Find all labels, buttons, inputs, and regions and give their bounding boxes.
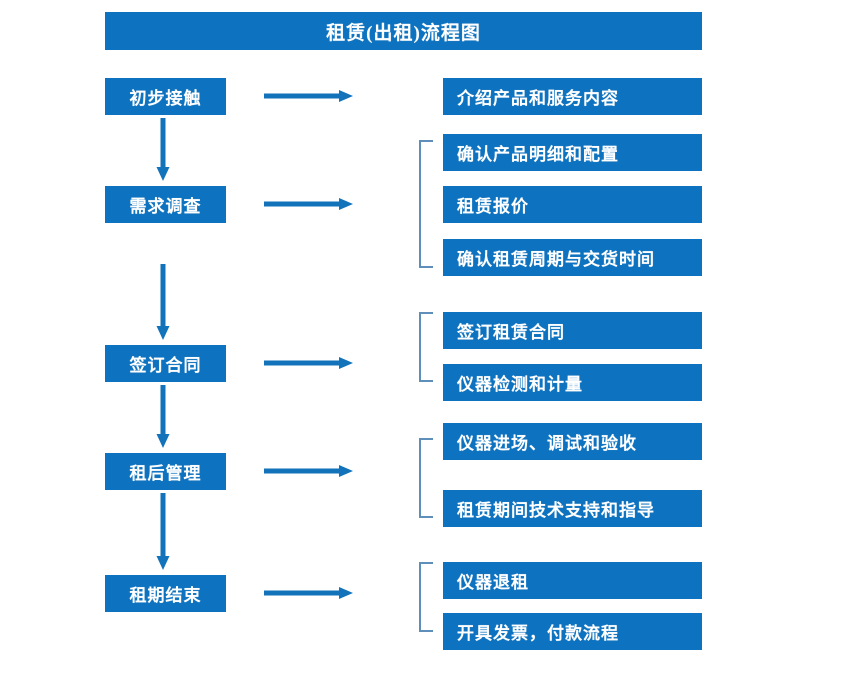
stage-box-3[interactable]: 签订合同 — [105, 345, 226, 382]
detail-box-2-3[interactable]: 确认租赁周期与交货时间 — [443, 239, 702, 276]
detail-box-1-1[interactable]: 介绍产品和服务内容 — [443, 78, 702, 115]
group-bracket-5 — [419, 562, 433, 632]
stage-box-4[interactable]: 租后管理 — [105, 453, 226, 490]
right-arrow-icon-2 — [264, 198, 354, 210]
detail-box-5-1[interactable]: 仪器退租 — [443, 562, 702, 599]
group-bracket-4 — [419, 438, 433, 518]
down-arrow-icon-3 — [156, 385, 170, 449]
stage-box-5[interactable]: 租期结束 — [105, 575, 226, 612]
group-bracket-2 — [419, 140, 433, 268]
detail-box-5-2[interactable]: 开具发票，付款流程 — [443, 613, 702, 650]
group-bracket-3 — [419, 312, 433, 382]
detail-box-3-1[interactable]: 签订租赁合同 — [443, 312, 702, 349]
down-arrow-icon-4 — [156, 493, 170, 571]
right-arrow-icon-4 — [264, 465, 354, 477]
stage-box-1[interactable]: 初步接触 — [105, 78, 226, 115]
detail-box-2-2[interactable]: 租赁报价 — [443, 186, 702, 223]
detail-box-4-2[interactable]: 租赁期间技术支持和指导 — [443, 490, 702, 527]
detail-box-2-1[interactable]: 确认产品明细和配置 — [443, 134, 702, 171]
right-arrow-icon-3 — [264, 357, 354, 369]
flowchart-title: 租赁(出租)流程图 — [105, 12, 702, 50]
down-arrow-icon-1 — [156, 118, 170, 182]
detail-box-4-1[interactable]: 仪器进场、调试和验收 — [443, 423, 702, 460]
detail-box-3-2[interactable]: 仪器检测和计量 — [443, 364, 702, 401]
stage-box-2[interactable]: 需求调查 — [105, 186, 226, 223]
down-arrow-icon-2 — [156, 264, 170, 341]
right-arrow-icon-1 — [264, 90, 354, 102]
right-arrow-icon-5 — [264, 587, 354, 599]
